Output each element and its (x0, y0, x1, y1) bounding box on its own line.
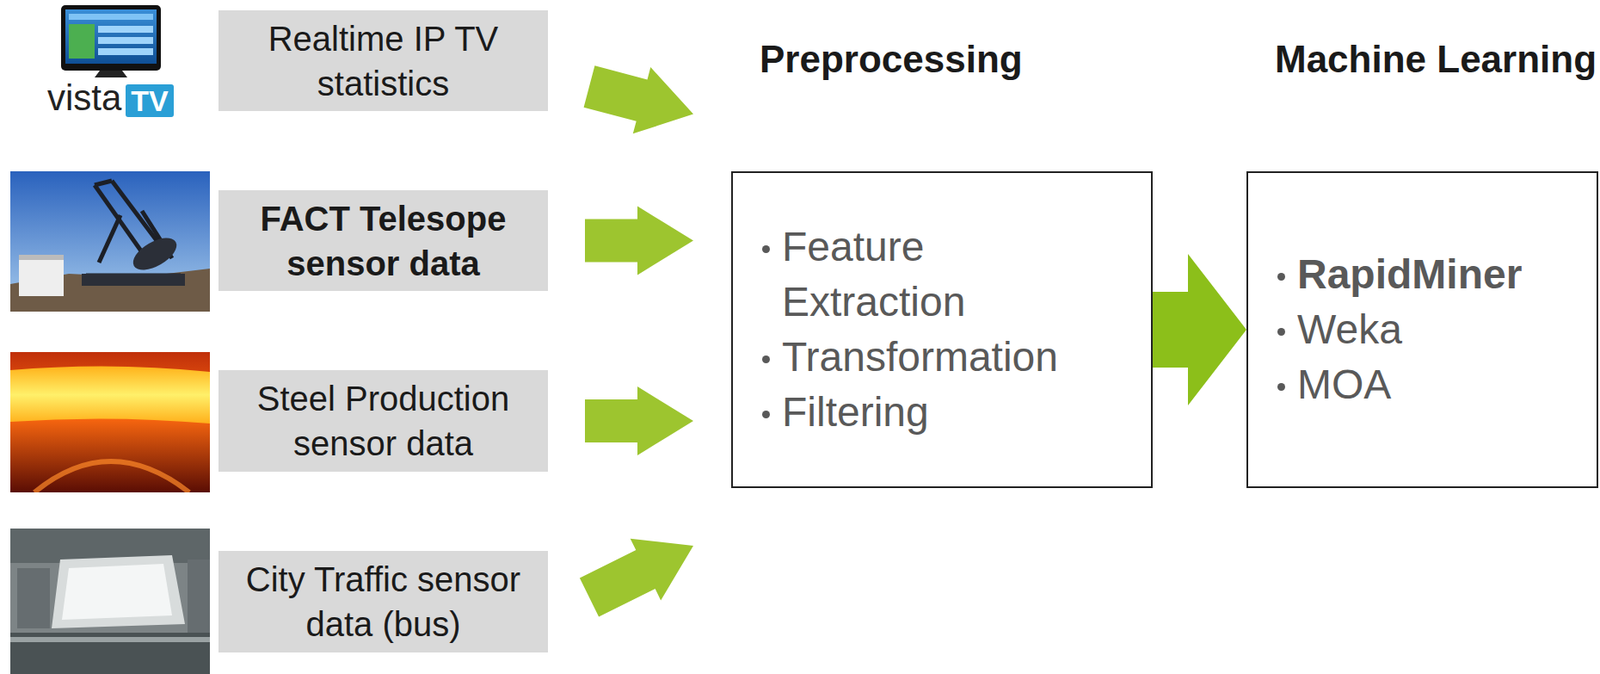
bullet-text: MOA (1297, 356, 1391, 413)
bullet-text: Feature Extraction (781, 219, 1109, 330)
bullet-row: MOA (1277, 356, 1597, 413)
source-box: Realtime IP TV statistics (218, 10, 548, 111)
box-label: Steel Production sensor data (230, 375, 536, 466)
block-arrow (584, 65, 694, 134)
block-arrow (584, 386, 694, 456)
bullet-row: RapidMiner (1277, 246, 1597, 302)
column-heading: Machine Learning (1274, 36, 1597, 82)
tv-icon (61, 5, 161, 78)
box-label: Realtime IP TV statistics (230, 16, 536, 106)
bullet-text: RapidMiner (1297, 246, 1522, 302)
bullet-row: Transformation (762, 329, 1151, 385)
bullet-row: Filtering (762, 384, 1151, 440)
bullet-row: Weka (1277, 301, 1597, 357)
steel-photo (10, 351, 210, 493)
logo-badge (125, 84, 174, 117)
block-arrow (1152, 253, 1247, 406)
source-box: FACT Telesope sensor data (218, 190, 548, 291)
bullet-row: Feature Extraction (762, 219, 1151, 330)
bullet-text: Filtering (781, 384, 930, 440)
bullet-dot (1277, 272, 1286, 281)
column-heading: Preprocessing (759, 36, 1023, 82)
process-box: PreprocessingFeature ExtractionTransform… (731, 171, 1153, 488)
bullet-dot (1277, 327, 1286, 336)
logo-badge-text: TV (125, 83, 174, 118)
bullet-dot (762, 355, 770, 364)
bullet-text: Transformation (781, 329, 1059, 385)
bullet-dot (762, 410, 770, 419)
block-arrow (584, 206, 694, 276)
block-arrow (579, 538, 694, 617)
process-box: Machine LearningRapidMinerWekaMOA (1246, 171, 1599, 488)
source-box: City Traffic sensor data (bus) (218, 550, 548, 653)
traffic-photo (10, 528, 210, 674)
bullet-dot (1277, 382, 1286, 391)
bullet-text: Weka (1297, 301, 1403, 357)
bullet-dot (762, 245, 770, 253)
box-label: FACT Telesope sensor data (230, 196, 536, 286)
box-label: City Traffic sensor data (bus) (230, 556, 536, 647)
telescope-photo (10, 171, 210, 312)
logo-text: vista (47, 77, 122, 119)
source-box: Steel Production sensor data (218, 369, 548, 472)
